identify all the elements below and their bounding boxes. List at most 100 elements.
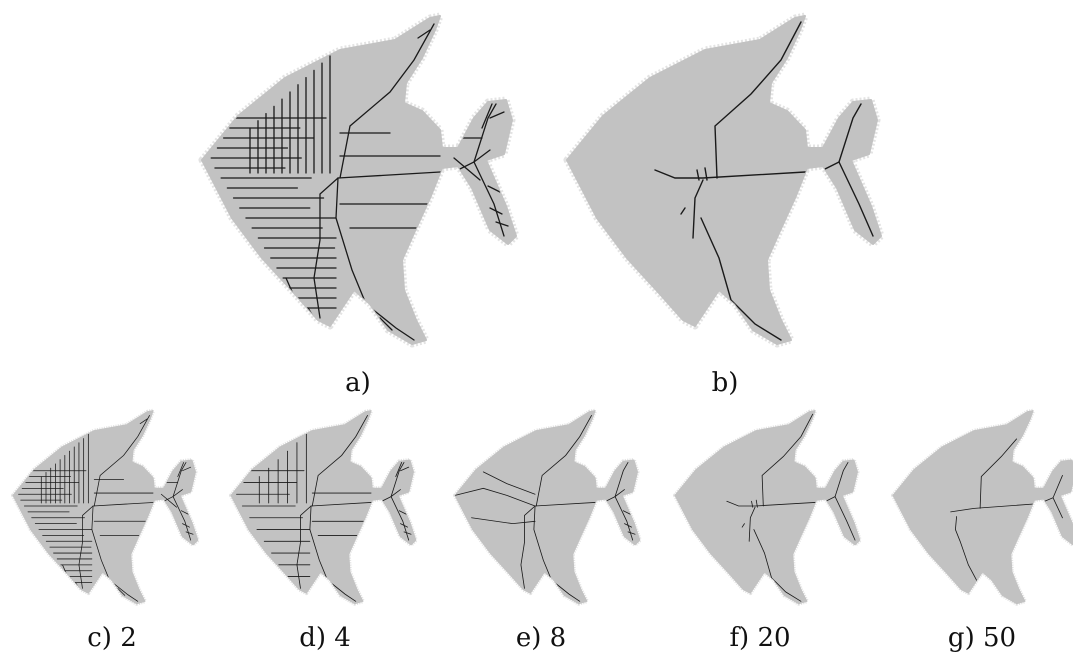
skeleton-branch (700, 217, 782, 341)
panel-f (668, 406, 868, 606)
skeleton-branch (395, 462, 403, 478)
skeleton-branch (950, 497, 1054, 513)
skeleton-branch (311, 415, 368, 507)
skeleton-branch (489, 207, 503, 215)
skeleton-branch (313, 177, 339, 319)
skeleton-branch (834, 496, 856, 541)
fish-a (198, 12, 520, 348)
fish-body (892, 410, 1073, 605)
caption-b: b) (711, 368, 739, 398)
skeleton-branch (400, 523, 408, 528)
skeleton-branch (489, 111, 505, 119)
fish-body (454, 410, 641, 605)
skeleton-branch (954, 516, 979, 583)
fish-figure-f (673, 408, 862, 606)
panel-c (6, 406, 206, 606)
skeleton-lines (455, 415, 636, 602)
panel-b (555, 8, 895, 348)
caption-d: d) 4 (299, 623, 351, 653)
skeleton-branch (403, 531, 412, 535)
skeleton-branch (417, 29, 431, 39)
skeleton-branch (185, 531, 194, 535)
panel-a (190, 8, 530, 348)
skeleton-branch (160, 493, 177, 508)
skeleton-lines (950, 438, 1063, 583)
caption-c: c) 2 (87, 623, 137, 653)
fish-body (230, 410, 417, 605)
skeleton-branch (1052, 497, 1063, 519)
fish-figure-c (11, 408, 200, 606)
skeleton-branch (714, 21, 802, 179)
skeleton-branch (482, 471, 536, 495)
skeleton-branch (78, 505, 94, 589)
skeleton-branch (105, 580, 110, 594)
fish-body (674, 410, 861, 605)
fish-figure-d (229, 408, 418, 606)
skeleton-branch (753, 529, 802, 602)
skeleton-branch (487, 185, 501, 193)
skeleton-branch (296, 505, 312, 589)
skeleton-branch (390, 496, 410, 541)
skeleton-branch (91, 505, 139, 602)
skeleton-branch (359, 305, 367, 327)
skeleton-branch (680, 207, 686, 215)
skeleton-branch (400, 466, 410, 472)
skeleton-branch (751, 500, 754, 508)
skeleton-branch (139, 418, 148, 425)
skeleton-branch (309, 505, 357, 602)
skeleton-branch (93, 415, 150, 507)
skeleton-branch (838, 161, 874, 237)
skeleton-branch (692, 179, 704, 239)
skeleton-branch (761, 413, 814, 507)
fish-d (229, 408, 418, 606)
caption-f: f) 20 (729, 623, 791, 653)
fish-b (563, 12, 885, 348)
fish-c (11, 408, 200, 606)
panel-e (448, 406, 648, 606)
skeleton-branch (453, 157, 481, 181)
skeleton-branch (390, 462, 405, 498)
fish-g (891, 408, 1073, 606)
skeleton-branch (979, 438, 1017, 509)
fish-figure-g (891, 408, 1073, 606)
skeleton-branch (755, 499, 758, 508)
skeleton-branch (622, 510, 631, 515)
skeleton-branch (614, 462, 629, 498)
skeleton-branch (481, 103, 493, 129)
skeleton-branch (495, 221, 509, 227)
skeleton-branch (535, 415, 592, 507)
skeleton-branch (741, 523, 745, 528)
skeleton-branch (117, 587, 126, 596)
skeleton-lines (210, 23, 509, 341)
skeleton-branch (614, 496, 634, 541)
skeleton-branch (704, 167, 708, 181)
skeleton-branch (398, 510, 407, 515)
fish-f (673, 408, 862, 606)
skeleton-branch (172, 462, 187, 497)
skeleton-branch (520, 505, 536, 589)
skeleton-branch (834, 462, 849, 498)
skeleton-branch (471, 517, 536, 525)
skeleton-lines (726, 413, 856, 602)
fish-body (201, 15, 517, 345)
fish-e (453, 408, 642, 606)
fish-body (12, 410, 199, 605)
skeleton-branch (455, 487, 536, 507)
skeleton-branch (180, 510, 189, 515)
skeleton-branch (624, 523, 632, 528)
fish-figure-b (563, 12, 885, 348)
skeleton-branch (627, 531, 636, 535)
caption-e: e) 8 (515, 623, 567, 653)
skeleton-branch (379, 317, 393, 331)
skeleton-branch (748, 506, 756, 542)
caption-g: g) 50 (947, 623, 1017, 653)
skeleton-branch (339, 23, 435, 179)
skeleton-branch (838, 103, 862, 163)
fish-figure-e (453, 408, 642, 606)
skeleton-branch (696, 169, 700, 181)
panel-d (224, 406, 424, 606)
skeleton-branch (473, 161, 505, 237)
skeleton-branch (473, 103, 497, 163)
skeleton-branch (182, 523, 190, 528)
panel-g (886, 406, 1073, 606)
